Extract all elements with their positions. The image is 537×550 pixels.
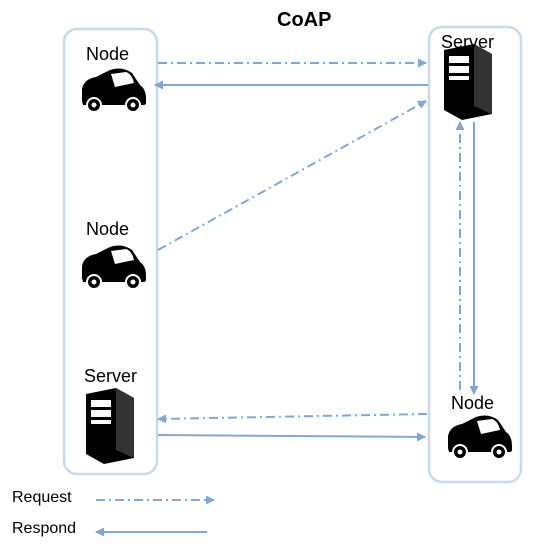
left-panel <box>62 27 159 476</box>
diagram-title: CoAP <box>277 9 332 31</box>
server-label-left-bottom: Server <box>84 366 138 386</box>
server-label-right-top: Server <box>441 32 495 52</box>
server-icon <box>86 388 134 464</box>
node-label-right-bottom: Node <box>451 393 495 413</box>
node-label-left-mid: Node <box>86 219 130 239</box>
legend-respond-label: Respond <box>12 520 77 537</box>
respond-arrow-left-server-to-node <box>157 432 426 442</box>
server-icon <box>444 44 492 120</box>
node-label-left-top: Node <box>86 44 130 64</box>
car-icon <box>81 67 147 113</box>
car-icon <box>81 244 147 290</box>
legend-request-label: Request <box>12 489 72 506</box>
right-panel <box>427 25 523 484</box>
request-arrow-node-to-left-server <box>157 413 428 424</box>
car-icon <box>447 414 513 460</box>
request-arrow-node2-to-server <box>157 100 427 251</box>
